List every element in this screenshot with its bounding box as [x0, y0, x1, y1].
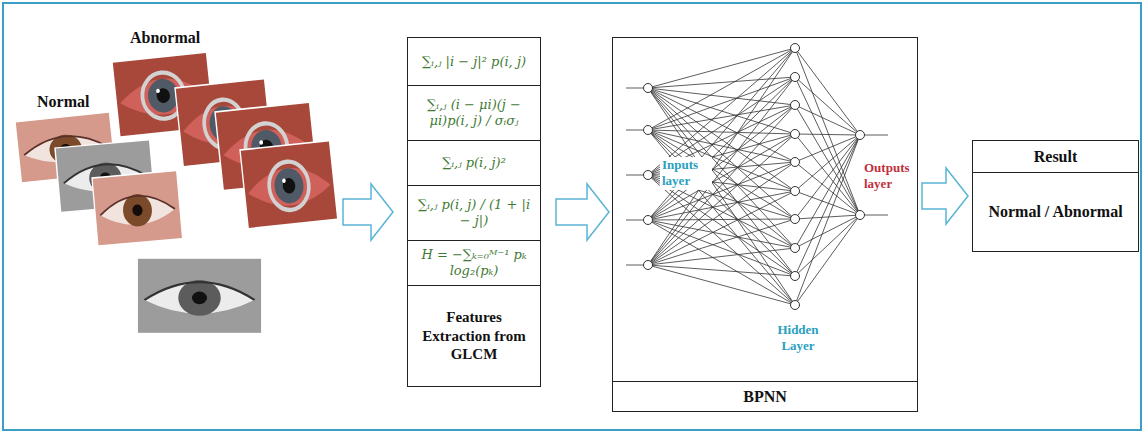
net-links [795, 48, 860, 305]
formula-cell: H = −∑ₖ₌₀ᴹ⁻¹ pₖ log₂(pₖ) [408, 241, 540, 286]
result-heading: Result [1034, 148, 1078, 166]
normal-photos [15, 112, 262, 334]
group-label: Abnormal [128, 28, 202, 48]
formula-text: ∑ᵢ,ⱼ (i − μi)(j − μi)p(i, j) / σᵢσⱼ [412, 97, 536, 129]
layer-label: Hidden Layer [770, 322, 826, 355]
net-links [648, 48, 795, 305]
eye-photo [240, 141, 338, 229]
formula-cell: ∑ᵢ,ⱼ |i − j|² p(i, j) [408, 38, 540, 86]
group-label: Normal [35, 92, 91, 112]
formula-text: ∑ᵢ,ⱼ |i − j|² p(i, j) [422, 54, 526, 70]
label-slot: Normal [35, 92, 91, 112]
label-slot: Inputs layer [660, 157, 712, 190]
formula-cell: ∑ᵢ,ⱼ p(i, j) / (1 + |i − j|) [408, 186, 540, 241]
formula-cell: ∑ᵢ,ⱼ p(i, j)² [408, 141, 540, 186]
body-cell: Normal / Abnormal [973, 173, 1138, 251]
neurons [644, 44, 865, 310]
header-cell: Result [973, 141, 1138, 173]
neural-net [626, 44, 888, 310]
eye-photo [92, 171, 183, 247]
formula-text: H = −∑ₖ₌₀ᴹ⁻¹ pₖ log₂(pₖ) [412, 247, 536, 279]
block-arrow [343, 184, 393, 240]
layer-label: Inputs layer [660, 157, 712, 190]
panel-caption: Features Extraction from GLCM [412, 308, 536, 364]
formula-cell: ∑ᵢ,ⱼ (i − μi)(j − μi)p(i, j) / σᵢσⱼ [408, 86, 540, 141]
caption-cell: BPNN [613, 381, 917, 411]
panel-caption: BPNN [743, 387, 787, 407]
block-arrow [556, 184, 609, 240]
label-slot: Hidden Layer [770, 322, 826, 355]
network-panel: BPNN [612, 37, 918, 412]
io-ticks [626, 88, 888, 265]
feature-panel: Features Extraction from GLCM ∑ᵢ,ⱼ |i − j… [407, 37, 541, 387]
result-text: Normal / Abnormal [988, 202, 1122, 222]
label-slot: Outputs layer [862, 160, 916, 193]
formula-text: ∑ᵢ,ⱼ p(i, j) / (1 + |i − j|) [412, 197, 536, 229]
result-box: ResultNormal / Abnormal [972, 140, 1139, 252]
label-slot: Abnormal [128, 28, 202, 48]
caption-cell: Features Extraction from GLCM [408, 286, 540, 386]
eye-photo [137, 258, 262, 334]
formula-text: ∑ᵢ,ⱼ p(i, j)² [442, 155, 506, 171]
block-arrow [922, 168, 968, 224]
layer-label: Outputs layer [862, 160, 916, 193]
